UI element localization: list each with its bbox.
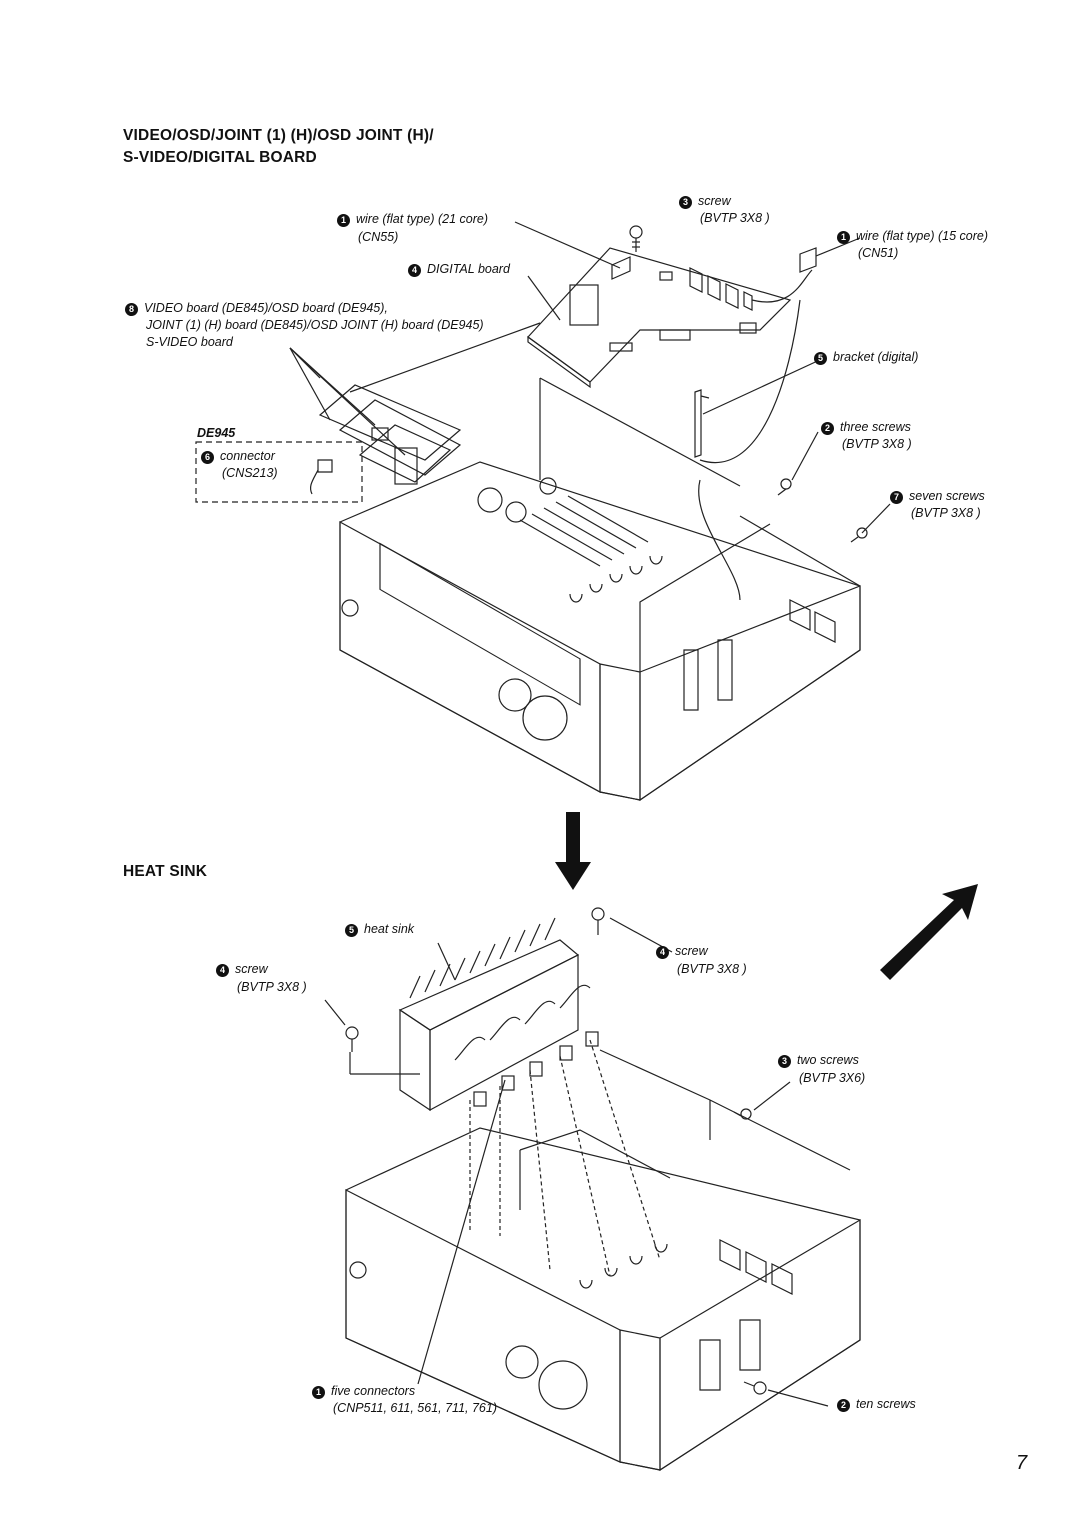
step-number: 1 [312,1386,325,1399]
step-number: 4 [216,964,229,977]
callout-screw-top: 3 screw [679,194,731,209]
callout-bracket-digital: 5 bracket (digital) [814,350,918,365]
de945-tag: DE945 [197,426,236,440]
diagonal-arrow-icon [880,884,978,980]
callout-heat-sink: 5 heat sink [345,922,414,937]
step-number: 5 [345,924,358,937]
callout-screw-top-spec: (BVTP 3X8 ) [700,211,770,225]
callout-cn55: (CN55) [358,230,399,244]
callout-joint-board: JOINT (1) (H) board (DE845)/OSD JOINT (H… [146,318,484,332]
step-number: 3 [679,196,692,209]
step-number: 7 [890,491,903,504]
step-number: 1 [337,214,350,227]
section-title-line1: VIDEO/OSD/JOINT (1) (H)/OSD JOINT (H)/ [123,127,434,144]
callout-text: ten screws [856,1397,916,1411]
callout-cn51: (CN51) [858,246,899,260]
callout-text: screw [675,944,708,958]
callout-connector: 6 connector [201,449,275,464]
callout-digital-board: 4 DIGITAL board [408,262,510,277]
screw-icon [345,907,767,1395]
callout-text: screw [235,962,268,976]
step-number: 4 [408,264,421,277]
step-number: 8 [125,303,138,316]
digital-board [527,247,792,383]
step-number: 3 [778,1055,791,1068]
callout-screw-right: 4 screw [656,944,708,959]
callout-connector-ids: (CNP511, 611, 561, 711, 761) [333,1401,497,1415]
callout-text: wire (flat type) (21 core) [356,212,488,226]
callout-screw-left-spec: (BVTP 3X8 ) [237,980,307,994]
section-title-line2: S-VIDEO/DIGITAL BOARD [123,149,317,166]
bracket-digital [694,389,710,458]
callout-screw-left: 4 screw [216,962,268,977]
callout-wire-21-core: 1 wire (flat type) (21 core) [337,212,488,227]
callout-three-screws-spec: (BVTP 3X8 ) [842,437,912,451]
callout-two-screws: 3 two screws [778,1053,859,1068]
callout-text: connector [220,449,275,463]
callout-text: VIDEO board (DE845)/OSD board (DE945), [144,301,388,315]
step-number: 1 [837,231,850,244]
callout-text: seven screws [909,489,985,503]
callout-text: heat sink [364,922,415,936]
down-arrow-icon [555,812,591,890]
callout-two-screws-spec: (BVTP 3X6) [799,1071,866,1085]
step-number: 2 [837,1399,850,1412]
step-number: 5 [814,352,827,365]
callout-ten-screws: 2 ten screws [837,1397,916,1412]
callout-screw-right-spec: (BVTP 3X8 ) [677,962,747,976]
callout-text: five connectors [331,1384,416,1398]
step-number: 6 [201,451,214,464]
callout-text: bracket (digital) [833,350,919,364]
callout-five-connectors: 1 five connectors [312,1384,415,1399]
callout-text: screw [698,194,731,208]
callout-text: three screws [840,420,911,434]
callout-seven-screws-spec: (BVTP 3X8 ) [911,506,981,520]
step-number: 4 [656,946,669,959]
callout-text: two screws [797,1053,859,1067]
section-title-heat-sink: HEAT SINK [123,863,208,880]
callout-seven-screws: 7 seven screws [890,489,985,504]
screw-icon [777,478,868,543]
screw-icon [629,225,643,252]
page-number: 7 [1016,1452,1028,1474]
callout-text: DIGITAL board [427,262,510,276]
callout-wire-15-core: 1 wire (flat type) (15 core) [837,229,988,244]
callout-video-board: 8 VIDEO board (DE845)/OSD board (DE945), [125,301,388,316]
callout-cns213: (CNS213) [222,466,278,480]
callout-s-video-board: S-VIDEO board [146,335,233,349]
step-number: 2 [821,422,834,435]
callout-three-screws: 2 three screws [821,420,911,435]
heat-sink [398,939,580,1031]
callout-text: wire (flat type) (15 core) [856,229,988,243]
